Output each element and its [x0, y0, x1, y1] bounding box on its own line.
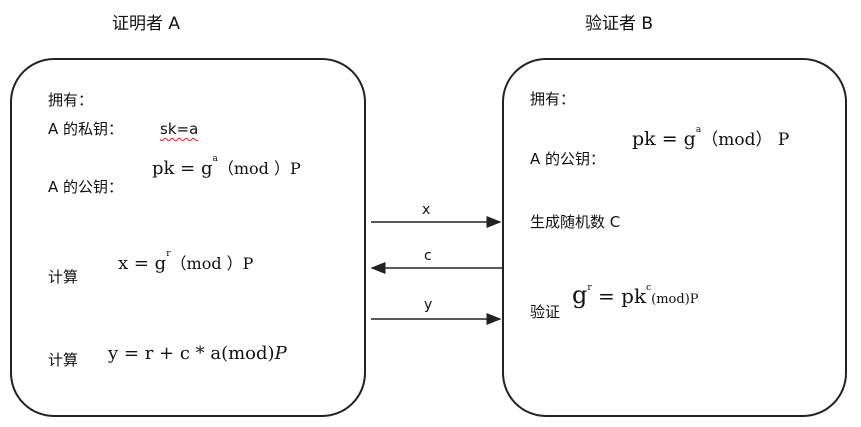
prover-y-formula: y = r + c * a(mod)P [108, 345, 287, 363]
verifier-verify-g: g [572, 281, 588, 309]
verifier-pk-formula: pk = ga（mod） P [632, 126, 790, 150]
prover-compute-label-2: 计算 [48, 351, 79, 369]
verifier-has-label: 拥有： [530, 90, 576, 108]
verifier-pk-rhs: （mod） P [701, 130, 790, 150]
prover-x-rhs: （mod ）P [170, 254, 254, 273]
prover-box [10, 58, 366, 417]
prover-compute-label-1: 计算 [48, 268, 79, 286]
prover-public-key-label: A 的公钥： [48, 178, 124, 196]
prover-title: 证明者 A [112, 14, 181, 34]
prover-pk-lhs: pk = g [152, 158, 213, 179]
prover-pk-rhs: （mod ）P [217, 159, 301, 178]
verifier-verify-label: 验证 [530, 303, 561, 321]
prover-pk-formula: pk = ga（mod ）P [152, 155, 301, 179]
arrow-y-label: y [424, 297, 433, 313]
arrow-c-label: c [424, 248, 432, 264]
verifier-public-key-label: A 的公钥： [530, 150, 606, 168]
verifier-title: 验证者 B [585, 14, 654, 34]
prover-private-key-value: sk=a [160, 120, 199, 138]
prover-pk-exp: a [212, 154, 218, 164]
arrow-x-label: x [422, 202, 431, 218]
verifier-verify-g-exp: r [587, 283, 592, 293]
prover-x-exp: r [166, 249, 171, 259]
verifier-verify-eq: = pk [591, 284, 647, 308]
verifier-pk-exp: a [695, 125, 702, 135]
verifier-verify-mod: (mod)P [651, 292, 699, 307]
prover-y-formula-text: y = r + c * a(mod) [108, 343, 275, 364]
prover-has-label: 拥有： [48, 91, 94, 109]
prover-private-key-label: A 的私钥： [48, 120, 124, 138]
verifier-random-label: 生成随机数 C [530, 213, 621, 231]
prover-x-formula: x = gr（mod ）P [118, 250, 254, 274]
prover-y-formula-p: P [274, 343, 287, 364]
verifier-verify-formula: gr = pkc(mod)P [572, 283, 699, 307]
verifier-pk-lhs: pk = g [632, 128, 696, 150]
verifier-verify-pk-exp: c [646, 283, 652, 293]
verifier-box [502, 58, 847, 417]
prover-x-lhs: x = g [118, 253, 167, 274]
